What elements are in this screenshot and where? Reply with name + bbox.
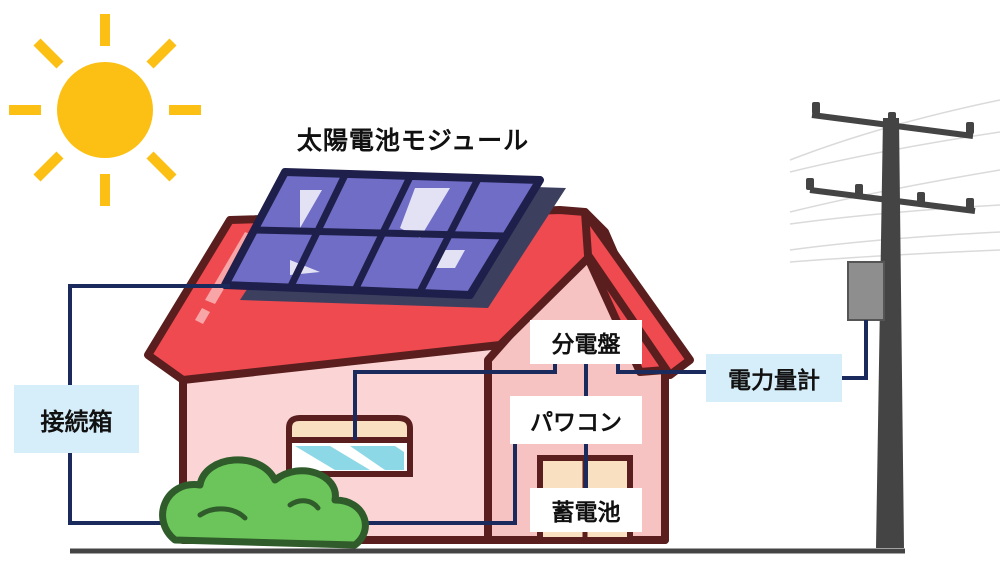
solar-module-title: 太陽電池モジュール [296, 126, 530, 155]
utility-pole-icon [806, 102, 976, 548]
sun-icon [9, 14, 201, 206]
panel-board-label: 分電盤 [530, 320, 642, 364]
power-conditioner-label: パワコン [510, 396, 642, 444]
bush-icon [159, 456, 369, 549]
power-meter-label: 電力量計 [706, 354, 842, 402]
junction-box-label: 接続箱 [14, 385, 139, 453]
solar-panel-icon [221, 168, 566, 308]
storage-battery-label: 蓄電池 [530, 488, 642, 532]
